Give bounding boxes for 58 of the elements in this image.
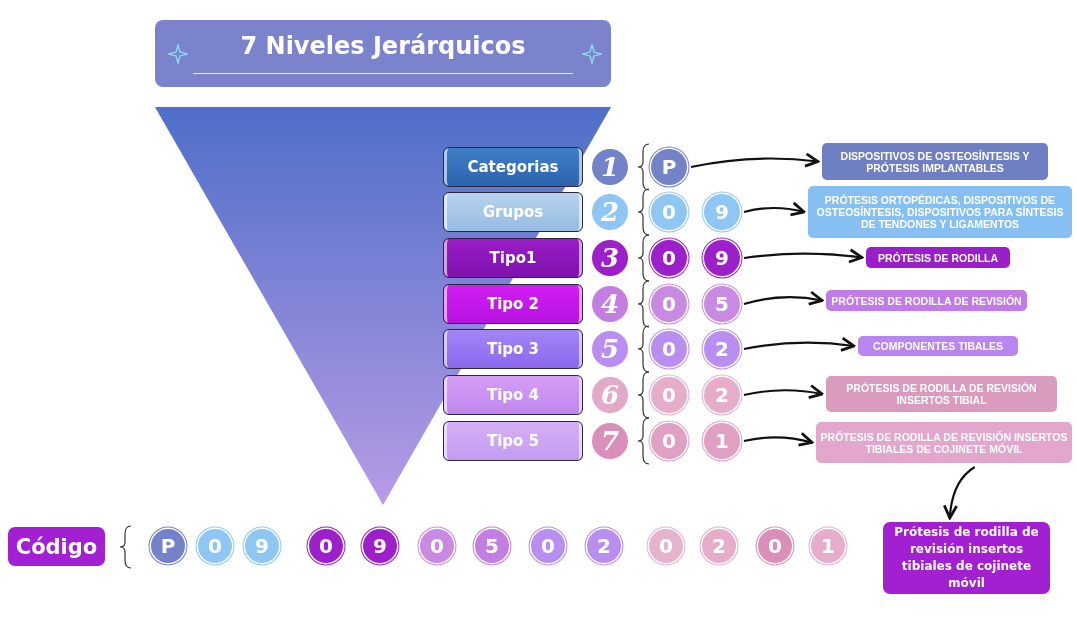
code-digit-badge: 0: [651, 194, 687, 230]
code-digit-badge: P: [651, 149, 687, 185]
code-digit-badge: 0: [651, 331, 687, 367]
code-digit-badge: 2: [587, 529, 621, 563]
code-digit-badge: 9: [363, 529, 397, 563]
level-number-badge: 6: [592, 377, 628, 413]
code-digit-badge: 9: [245, 529, 279, 563]
code-label: Código: [8, 527, 105, 566]
description-tag: PRÓTESIS DE RODILLA DE REVISIÓN: [826, 290, 1027, 311]
description-tag: PRÓTESIS ORTOPÉDICAS, DISPOSITIVOS DE OSTEOSÍNTESIS, DISPOSITIVOS PARA SÍNTESIS DE TENDONES Y LIGAMENTOS: [808, 186, 1072, 238]
code-digit-badge: 0: [420, 529, 454, 563]
level-box: Tipo 5: [443, 421, 583, 461]
description-tag: PRÓTESIS DE RODILLA DE REVISIÓN INSERTOS TIBIAL: [826, 376, 1057, 412]
result-box: Prótesis de rodilla de revisión insertos tibiales de cojinete móvil: [883, 522, 1050, 594]
description-tag: PRÓTESIS DE RODILLA DE REVISIÓN INSERTOS TIBIALES DE COJINETE MÓVIL: [816, 422, 1072, 463]
description-tag: COMPONENTES TIBALES: [858, 336, 1018, 356]
level-number-badge: 1: [592, 149, 628, 185]
level-box: Tipo 2: [443, 284, 583, 324]
arrow: [743, 432, 814, 447]
level-box: Tipo 3: [443, 329, 583, 369]
arrow: [943, 466, 976, 520]
level-number-badge: 2: [592, 194, 628, 230]
arrow: [743, 384, 824, 400]
level-box: Categorias: [443, 147, 583, 187]
code-digit-badge: 2: [702, 529, 736, 563]
arrow: [690, 152, 820, 169]
description-tag: PRÓTESIS DE RODILLA: [866, 247, 1010, 268]
level-number-badge: 7: [592, 423, 628, 459]
level-box: Grupos: [443, 192, 583, 232]
level-number-badge: 5: [592, 331, 628, 367]
code-digit-badge: 0: [198, 529, 232, 563]
code-digit-badge: 0: [651, 240, 687, 276]
code-digit-badge: 0: [758, 529, 792, 563]
title-text: 7 Niveles Jerárquicos: [240, 31, 526, 62]
code-digit-badge: 1: [704, 423, 740, 459]
code-digit-badge: 0: [531, 529, 565, 563]
code-digit-badge: 0: [651, 286, 687, 322]
level-box: Tipo1: [443, 238, 583, 278]
arrow: [743, 201, 806, 217]
code-digit-badge: 2: [704, 331, 740, 367]
arrow: [743, 248, 864, 264]
code-digit-badge: 5: [475, 529, 509, 563]
code-digit-badge: P: [151, 529, 185, 563]
code-digit-badge: 1: [811, 529, 845, 563]
level-number-badge: 3: [592, 240, 628, 276]
code-digit-badge: 9: [704, 194, 740, 230]
code-digit-badge: 5: [704, 286, 740, 322]
code-digit-badge: 0: [651, 423, 687, 459]
arrow: [743, 290, 824, 306]
level-number-badge: 4: [592, 286, 628, 322]
code-digit-badge: 0: [649, 529, 683, 563]
code-digit-badge: 2: [704, 377, 740, 413]
code-digit-badge: 9: [704, 240, 740, 276]
code-digit-badge: 0: [309, 529, 343, 563]
code-digit-badge: 0: [651, 377, 687, 413]
level-box: Tipo 4: [443, 375, 583, 415]
description-tag: DISPOSITIVOS DE OSTEOSÍNTESIS Y PRÓTESIS IMPLANTABLES: [822, 143, 1048, 180]
arrow: [743, 336, 856, 352]
